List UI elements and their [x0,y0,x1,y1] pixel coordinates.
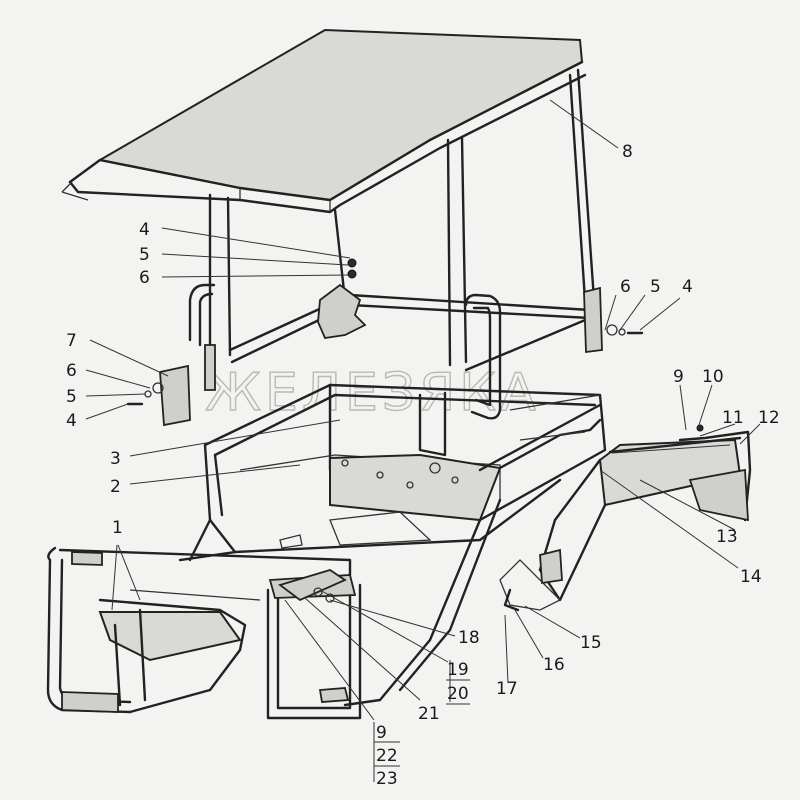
label-5-right: 5 [650,277,661,297]
label-6-top: 6 [139,268,150,288]
label-8: 8 [622,142,633,162]
label-14: 14 [740,567,762,587]
label-9-bottom: 9 [376,723,387,743]
label-23: 23 [376,769,398,789]
label-4-left: 4 [66,411,77,431]
right-fender [499,424,752,612]
label-15: 15 [580,633,602,653]
mounting-bracket [317,258,367,339]
right-grab-handle [464,293,502,420]
watermark-text: ЖЕЛЕЗЯКА [205,363,540,423]
label-4-top: 4 [139,220,150,240]
label-20: 20 [447,684,469,704]
label-18: 18 [458,628,480,648]
right-mount-plate [583,286,644,354]
label-16: 16 [543,655,565,675]
label-7: 7 [66,331,77,351]
lower-front-frame [46,546,362,720]
label-12: 12 [758,408,780,428]
label-11: 11 [722,408,744,428]
label-2: 2 [110,477,121,497]
label-22: 22 [376,746,398,766]
left-bracket-plate [126,364,191,427]
left-grab-handle [188,283,216,391]
label-21: 21 [418,704,440,724]
label-5-top: 5 [139,245,150,265]
label-19: 19 [447,660,469,680]
leader-lines [85,99,761,782]
label-1: 1 [112,518,123,538]
part-number-labels: 4 5 6 6 5 4 7 6 5 4 8 3 2 1 9 10 11 12 1… [66,142,780,789]
label-13: 13 [716,527,738,547]
label-6-right: 6 [620,277,631,297]
label-4-right: 4 [682,277,693,297]
label-9-right: 9 [673,367,684,387]
roof-panel [61,28,587,214]
label-10: 10 [702,367,724,387]
label-6-left: 6 [66,361,77,381]
label-5-left: 5 [66,387,77,407]
label-17: 17 [496,679,518,699]
label-3: 3 [110,449,121,469]
